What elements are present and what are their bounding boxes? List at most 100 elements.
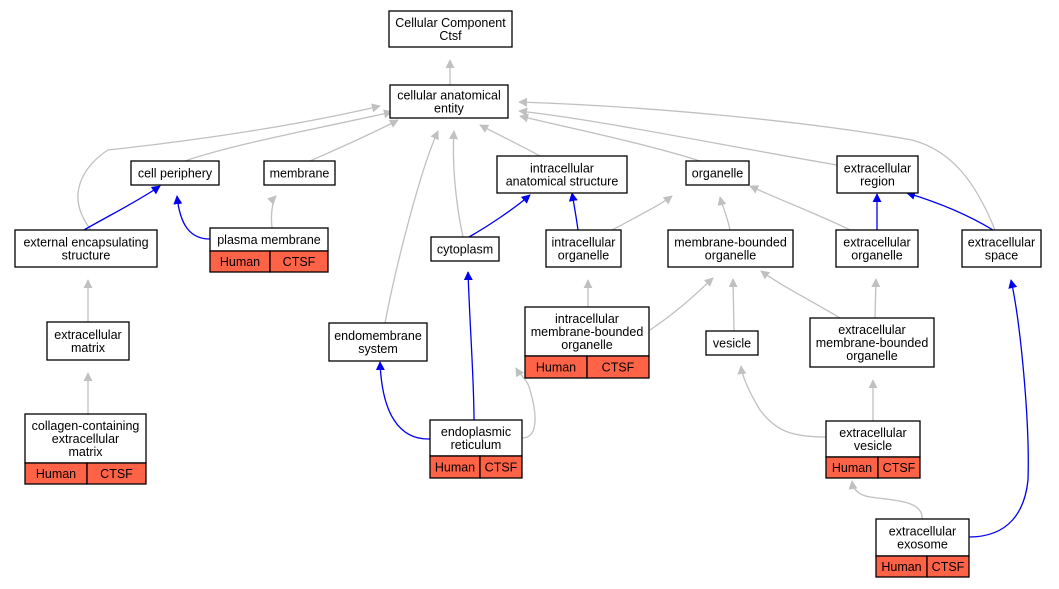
edge-er-to-endo — [375, 361, 431, 440]
node-box — [263, 160, 336, 186]
edge-exo-to-ecv — [848, 480, 923, 520]
node-label-line: matrix — [71, 341, 106, 355]
node-label-line: intracellular — [530, 162, 594, 176]
node-label-line: vesicle — [854, 439, 892, 453]
node-box — [835, 229, 919, 268]
edge-io-to-ias — [568, 192, 579, 231]
species-label: Human — [881, 560, 921, 574]
node-label-line: region — [860, 175, 895, 189]
node-box — [430, 236, 500, 262]
node-label-line: membrane-bounded — [674, 236, 787, 250]
node-label-line: extracellular — [968, 236, 1035, 250]
node-label-line: cytoplasm — [437, 243, 493, 257]
gene-label: CTSF — [883, 461, 916, 475]
node-box — [14, 229, 158, 268]
edge-ees-to-cae — [77, 103, 381, 231]
gene-cell — [926, 555, 970, 578]
node-label-line: plasma membrane — [217, 233, 321, 247]
node-box — [496, 155, 628, 194]
node-label-line: extracellular — [54, 328, 121, 342]
gene-label: CTSF — [100, 467, 133, 481]
node-box — [825, 420, 921, 458]
node-imbo[interactable]: intracellularmembrane-boundedorganelleHu… — [524, 306, 650, 379]
node-label-line: Ctsf — [439, 29, 462, 43]
node-box — [809, 317, 935, 368]
node-label-line: reticulum — [451, 438, 502, 452]
edge-membrane-to-cae — [309, 119, 399, 162]
node-label-line: organelle — [561, 338, 612, 352]
node-label-line: organelle — [851, 249, 902, 263]
node-label-line: extracellular — [839, 426, 906, 440]
node-box — [545, 229, 622, 268]
node-organelle[interactable]: organelle — [685, 160, 750, 186]
node-label-line: external encapsulating — [23, 236, 148, 250]
node-membrane[interactable]: membrane — [263, 160, 336, 186]
edge-ecs-to-ecr — [906, 191, 994, 231]
node-label-line: cell periphery — [138, 167, 213, 181]
node-label-line: intracellular — [552, 236, 616, 250]
node-box — [524, 306, 650, 357]
node-label-line: endomembrane — [334, 329, 422, 343]
edge-pm-to-membrane — [267, 195, 277, 229]
gene-label: CTSF — [602, 361, 635, 375]
edge-cytoplasm-to-cae — [448, 130, 464, 238]
node-cell-periphery[interactable]: cell periphery — [130, 160, 220, 186]
gene-cell — [586, 355, 650, 379]
edge-ees-to-cellperiphery — [83, 185, 161, 231]
node-label-line: cellular anatomical — [397, 89, 501, 103]
node-ccecm[interactable]: collagen-containingextracellularmatrixHu… — [24, 413, 147, 485]
node-vesicle[interactable]: vesicle — [705, 330, 759, 356]
edge-er-to-imbo — [515, 367, 536, 439]
edge-exo-to-ecs — [968, 279, 1029, 538]
node-label-line: anatomical structure — [506, 175, 619, 189]
gene-cell — [479, 455, 523, 479]
node-label-line: membrane-bounded — [531, 325, 644, 339]
node-label-line: entity — [434, 102, 465, 116]
edge-io-to-organelle — [611, 195, 673, 231]
edge-vesicle-to-mbo — [728, 278, 738, 332]
node-label-line: space — [985, 249, 1018, 263]
species-label: Human — [220, 255, 260, 269]
node-box — [836, 155, 919, 194]
edge-ias-to-cae — [479, 124, 541, 157]
node-label-line: system — [358, 342, 398, 356]
edge-cellperiphery-to-cae — [184, 109, 393, 162]
node-label-line: membrane-bounded — [816, 336, 929, 350]
node-box — [705, 330, 759, 356]
edge-ecs-to-cae — [518, 97, 996, 231]
node-box — [130, 160, 220, 186]
node-label-line: Cellular Component — [395, 16, 506, 30]
node-label-line: structure — [62, 249, 111, 263]
edge-endo-to-cae — [384, 130, 439, 324]
node-label-line: organelle — [558, 249, 609, 263]
node-label-line: organelle — [846, 349, 897, 363]
edge-er-to-cytoplasm — [463, 271, 475, 421]
node-cytoplasm[interactable]: cytoplasm — [430, 236, 500, 262]
node-label-line: extracellular — [844, 162, 911, 176]
node-label-line: matrix — [68, 445, 103, 459]
edge-imbo-to-mbo — [649, 277, 714, 331]
node-box — [685, 160, 750, 186]
gene-cell — [86, 462, 147, 485]
edge-mbo-to-organelle — [717, 196, 731, 231]
node-label-line: intracellular — [555, 312, 619, 326]
